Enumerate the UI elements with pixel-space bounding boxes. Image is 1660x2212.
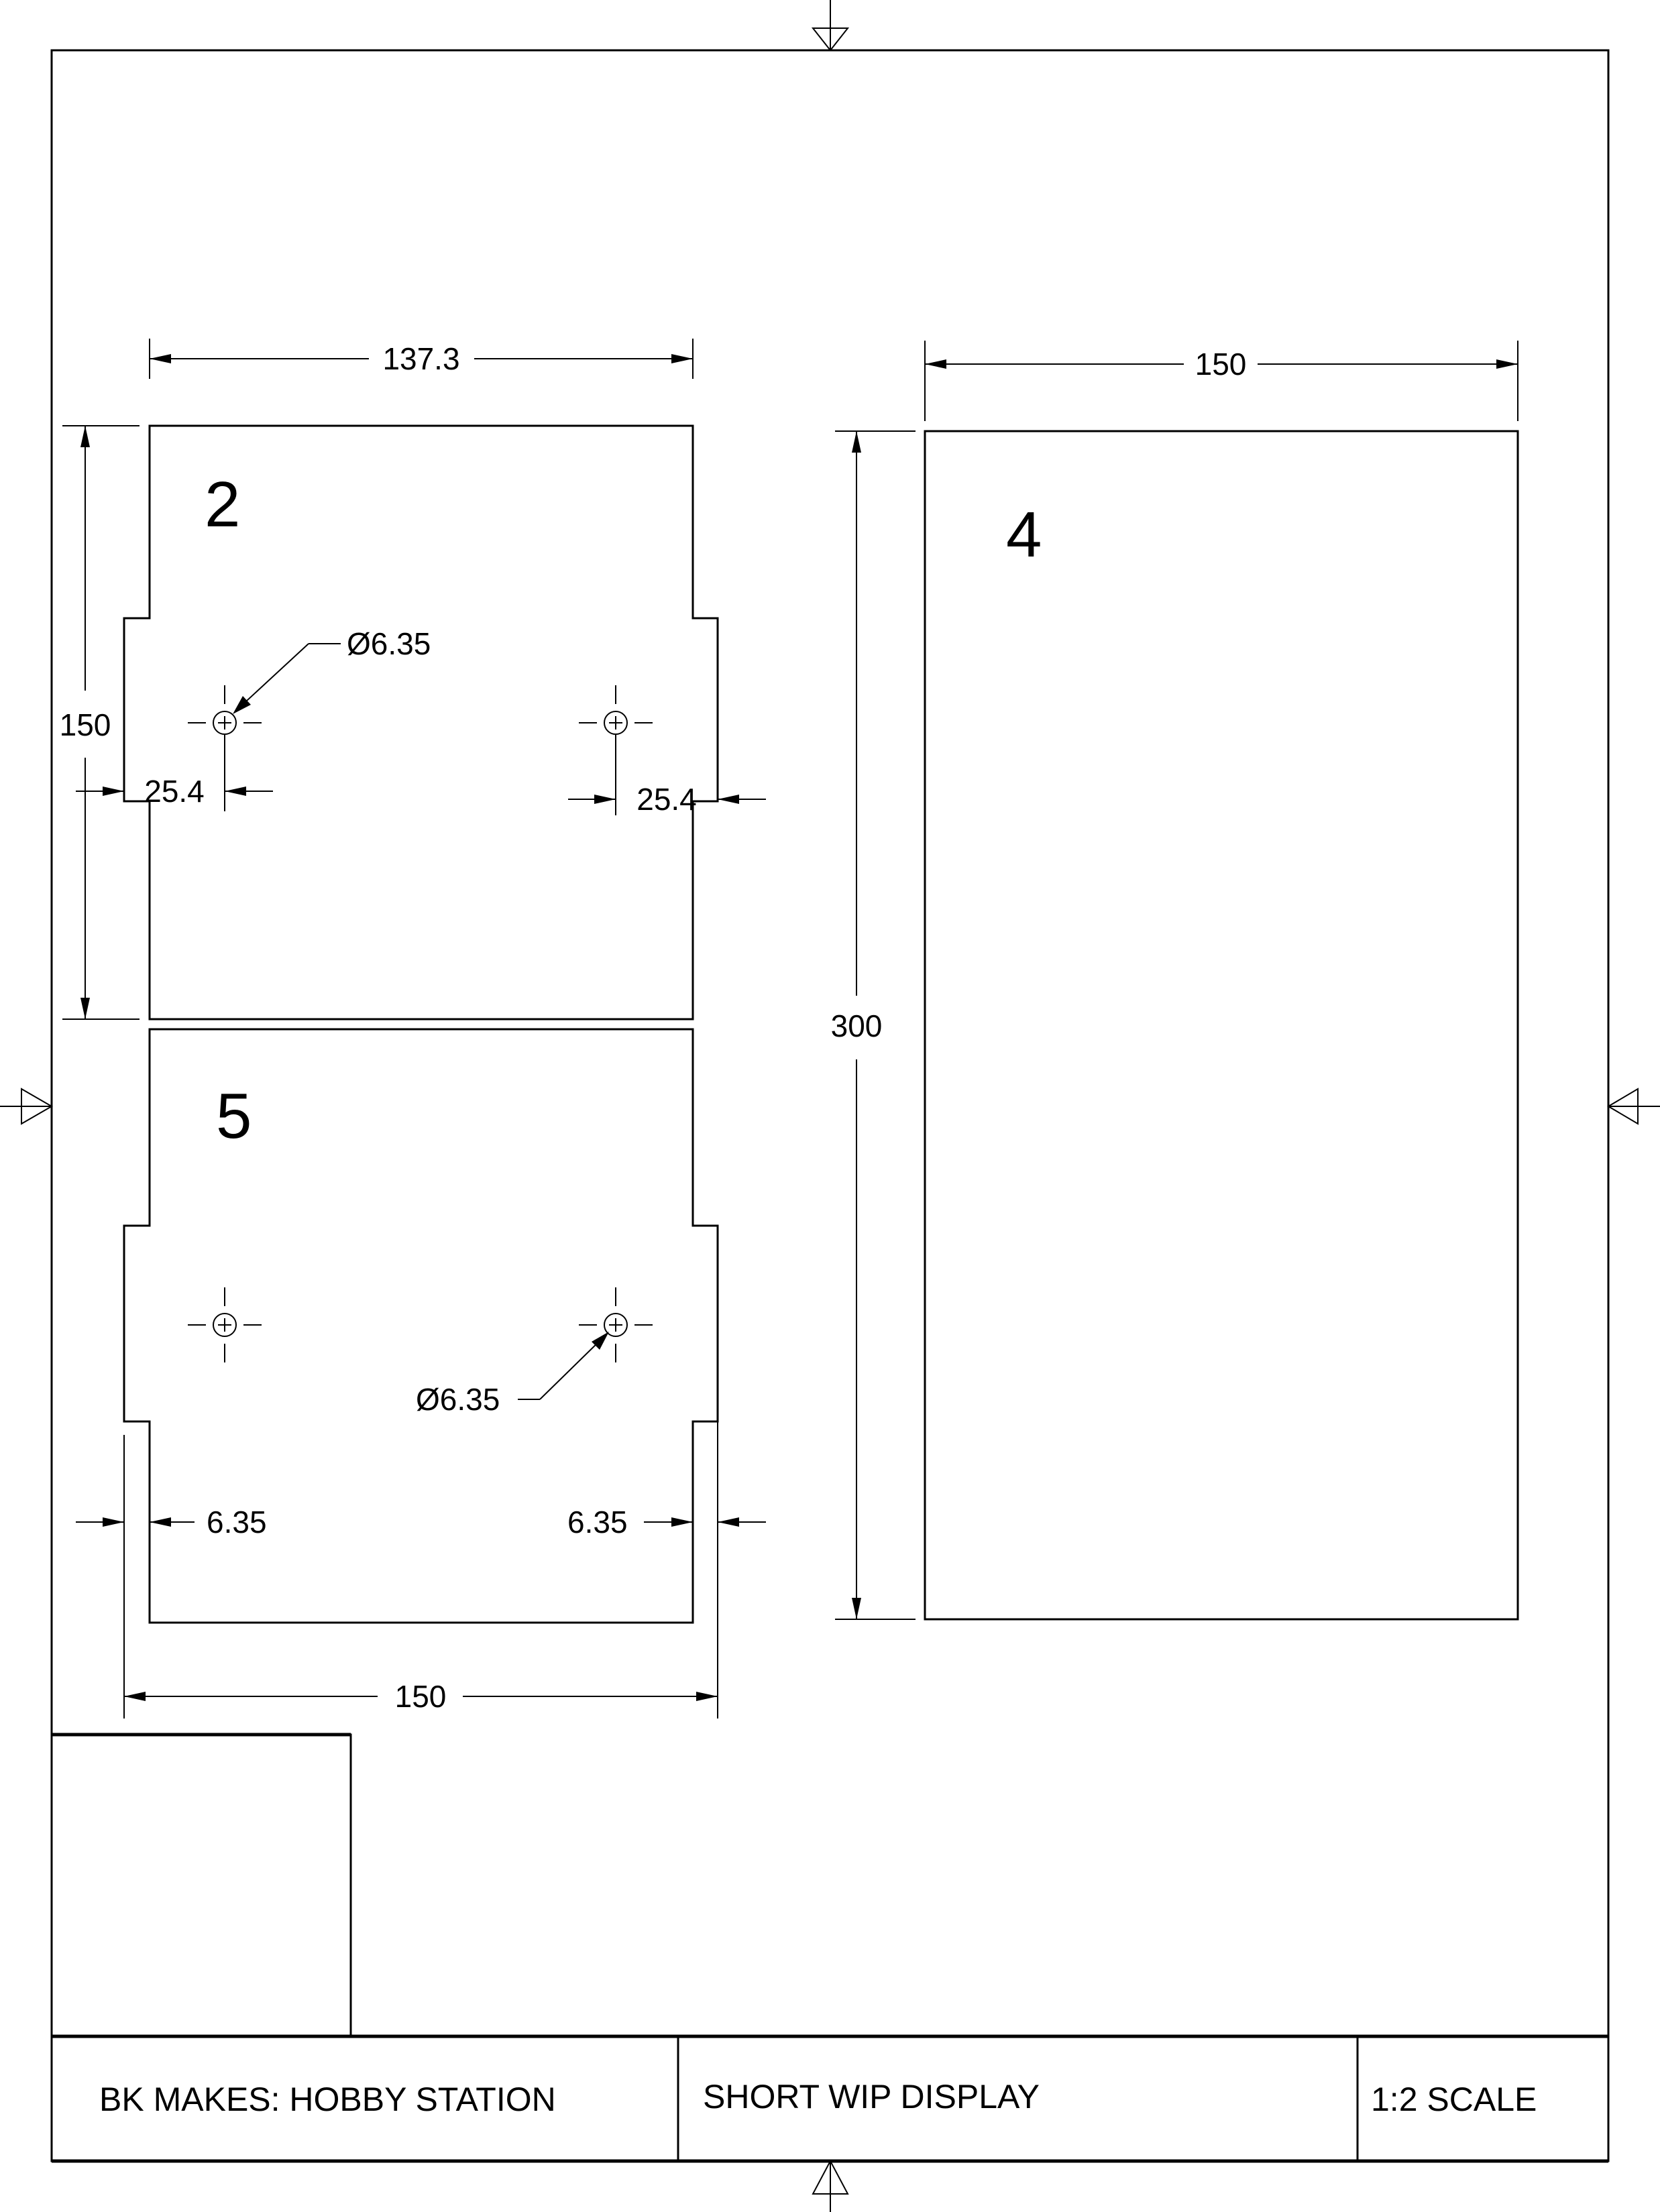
project-name: BK MAKES: HOBBY STATION bbox=[99, 2081, 556, 2118]
part-5-width-dimension: 150 bbox=[124, 1679, 718, 1714]
centering-mark-right bbox=[1607, 1088, 1660, 1125]
part-2-hole-diameter-label: Ø6.35 bbox=[347, 626, 431, 661]
part-4-width-label: 150 bbox=[1195, 347, 1247, 382]
part-4-width-dimension: 150 bbox=[924, 341, 1518, 421]
part-2-height-dimension: 150 bbox=[60, 425, 140, 1020]
part-5-right-tab-label: 6.35 bbox=[567, 1505, 628, 1539]
part-2-hole-right bbox=[579, 685, 653, 815]
part-5-number: 5 bbox=[216, 1080, 252, 1152]
part-2-hole-callout: Ø6.35 bbox=[233, 626, 431, 714]
part-5: 5 Ø6.35 bbox=[76, 1028, 766, 1719]
part-5-left-tab-dimension: 6.35 bbox=[76, 1505, 267, 1539]
centering-mark-top bbox=[811, 0, 850, 52]
part-2-width-label: 137.3 bbox=[382, 341, 459, 376]
drawing-scale: 1:2 SCALE bbox=[1371, 2081, 1537, 2118]
part-2-left-offset-dimension: 25.4 bbox=[76, 774, 273, 809]
part-4-height-dimension: 300 bbox=[831, 430, 916, 1620]
part-5-hole-right bbox=[579, 1287, 653, 1362]
part-5-outline bbox=[123, 1028, 719, 1624]
part-2-right-offset-label: 25.4 bbox=[637, 782, 697, 817]
part-4-outline bbox=[924, 430, 1519, 1621]
sheet-border bbox=[50, 49, 1610, 2162]
part-2-width-dimension: 137.3 bbox=[149, 339, 694, 379]
part-2-height-label: 150 bbox=[60, 707, 111, 742]
part-4-number: 4 bbox=[1006, 499, 1042, 571]
part-5-hole-left bbox=[188, 1287, 262, 1362]
centering-mark-left bbox=[0, 1088, 53, 1125]
part-5-hole-diameter-label: Ø6.35 bbox=[416, 1382, 500, 1417]
part-4-height-label: 300 bbox=[831, 1008, 883, 1043]
part-2: 2 137.3 150 bbox=[60, 339, 766, 1021]
part-4: 4 150 300 bbox=[831, 341, 1519, 1621]
part-2-hole-left bbox=[188, 685, 262, 811]
part-5-hole-callout: Ø6.35 bbox=[416, 1332, 609, 1417]
part-5-width-label: 150 bbox=[395, 1679, 447, 1714]
part-2-outline bbox=[123, 424, 719, 1021]
part-5-right-tab-dimension: 6.35 bbox=[567, 1505, 766, 1539]
part-5-left-tab-label: 6.35 bbox=[207, 1505, 267, 1539]
title-block: BK MAKES: HOBBY STATION SHORT WIP DISPLA… bbox=[50, 1733, 1608, 2163]
part-2-right-offset-dimension: 25.4 bbox=[568, 782, 766, 817]
part-2-left-offset-label: 25.4 bbox=[144, 774, 205, 809]
revision-box bbox=[50, 1733, 352, 2038]
part-2-number: 2 bbox=[205, 469, 240, 540]
centering-mark-bottom bbox=[812, 2159, 849, 2212]
drawing-title: SHORT WIP DISPLAY bbox=[703, 2078, 1040, 2115]
